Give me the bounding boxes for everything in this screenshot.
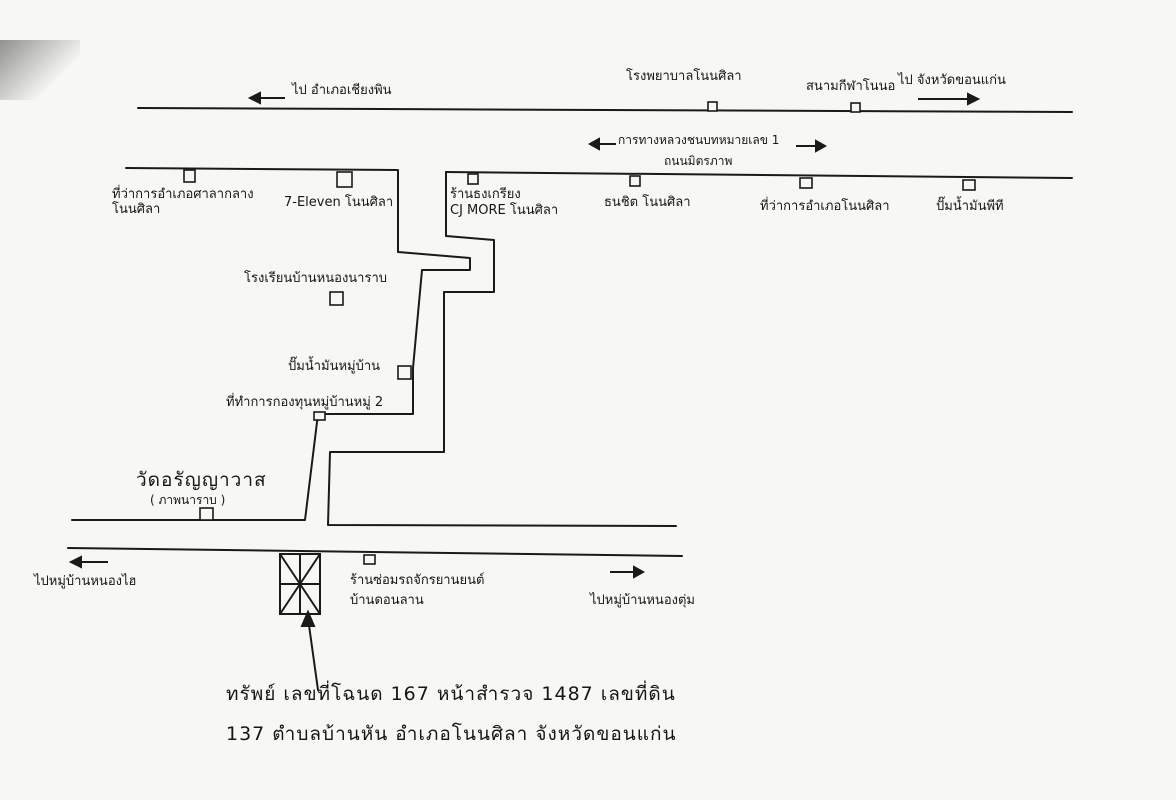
building-marker: [962, 179, 976, 191]
building-marker: [467, 173, 479, 185]
label-cj-more-line1: ร้านธงเกรียง: [450, 187, 521, 202]
label-to-khon-kaen: ไป จังหวัดขอนแก่น: [898, 73, 1006, 88]
arrow-left-icon: [587, 137, 600, 151]
property-pointer-line: [307, 617, 319, 691]
arrow-right-icon: [967, 92, 981, 106]
label-temple-line2: ( ภาพนาราบ ): [150, 493, 226, 507]
label-to-chiang-phin: ไป อำเภอเชียงพิน: [292, 83, 392, 98]
label-property-line2: 137 ตำบลบ้านหัน อำเภอโนนศิลา จังหวัดขอนแ…: [226, 723, 677, 745]
lower-highway-line: [67, 547, 683, 557]
label-shop-line2: บ้านดอนลาน: [350, 593, 424, 608]
building-marker: [707, 101, 718, 112]
arrow-right-icon: [815, 139, 828, 153]
label-community-center: ที่ทำการกองทุนหมู่บ้านหมู่ 2: [226, 395, 384, 410]
road-inner-bend-line: [327, 171, 677, 527]
main-highway-top-line: [137, 107, 1073, 113]
label-community-office: ที่ว่าการอำเภอศาลากลางโนนศิลา: [112, 187, 254, 217]
paper-shadow: [0, 40, 80, 100]
road-upper-right-line: [445, 171, 1073, 179]
label-to-nong-hai: ไปหมู่บ้านหนองไฮ: [34, 574, 137, 589]
label-school: โรงเรียนบ้านหนองนาราบ: [244, 271, 388, 286]
label-bank: ธนชิต โนนศิลา: [604, 195, 691, 210]
label-to-nong-tum: ไปหมู่บ้านหนองตุ่ม: [590, 593, 695, 608]
label-cj-more-line2: CJ MORE โนนศิลา: [450, 203, 559, 218]
label-road-name: ถนนมิตรภาพ: [664, 154, 733, 168]
building-marker: [397, 365, 412, 380]
arrow-left-icon: [247, 91, 261, 105]
arrow-right-icon: [633, 565, 646, 579]
building-marker: [799, 177, 813, 189]
label-village-gas: ปั๊มน้ำมันหมู่บ้าน: [288, 359, 381, 374]
building-marker: [199, 507, 214, 521]
label-gas-station: ปั๊มน้ำมันพีที: [936, 199, 1004, 214]
label-seven-eleven: 7-Eleven โนนศิลา: [284, 195, 394, 210]
building-marker: [183, 169, 196, 183]
label-hospital: โรงพยาบาลโนนศิลา: [626, 69, 742, 84]
building-marker: [336, 171, 353, 188]
arrow-up-icon: [300, 609, 316, 627]
building-marker: [363, 554, 376, 565]
label-shop-line1: ร้านซ่อมรถจักรยานยนต์: [350, 573, 485, 588]
road-upper-left-line: [71, 167, 471, 521]
building-marker: [629, 175, 641, 187]
building-marker: [850, 102, 861, 113]
label-temple-line1: วัดอรัญญาวาส: [136, 469, 267, 491]
property-marker-icon: [279, 553, 321, 615]
label-district-office: ที่ว่าการอำเภอโนนศิลา: [760, 199, 890, 214]
building-marker: [313, 411, 326, 421]
label-sport-field: สนามกีฬาโนนอ: [806, 79, 896, 94]
label-property-line1: ทรัพย์ เลขที่โฉนด 167 หน้าสำรวจ 1487 เลข…: [226, 683, 676, 705]
label-highway-route: การทางหลวงชนบทหมายเลข 1: [618, 133, 780, 147]
arrow-left-icon: [68, 555, 82, 569]
building-marker: [329, 291, 344, 306]
